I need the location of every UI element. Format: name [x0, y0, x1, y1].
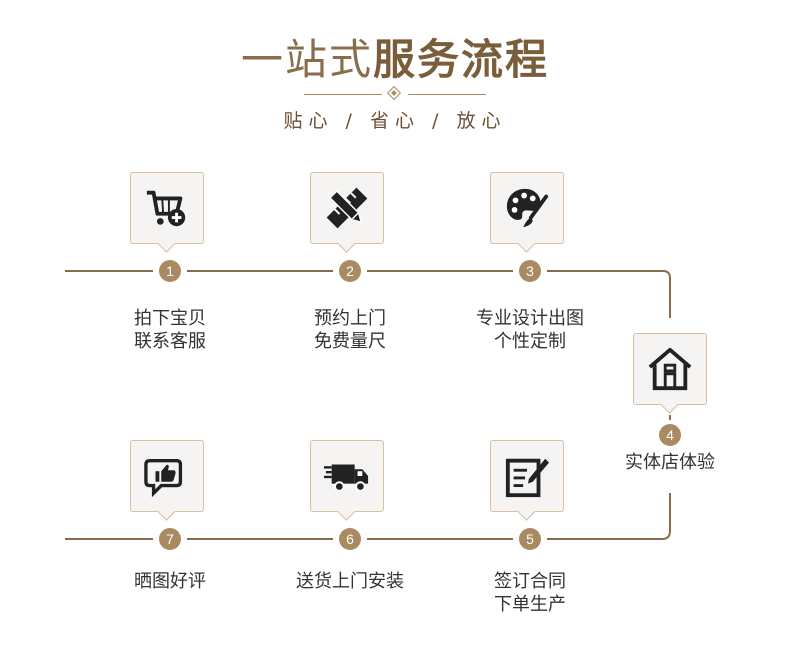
step-1-label: 拍下宝贝联系客服	[134, 308, 206, 352]
step-2-number: 2	[339, 260, 361, 282]
step-4-number: 4	[659, 424, 681, 446]
thumbs-up-chat-icon	[144, 458, 183, 498]
sign-contract-icon	[505, 458, 550, 498]
step-1-number: 1	[159, 260, 181, 282]
title-divider-left	[304, 94, 382, 95]
step-5-icon-box	[490, 440, 564, 512]
step-2-icon-box	[310, 172, 384, 244]
page-subtitle: 贴心 / 省心 / 放心	[283, 110, 507, 132]
step-5-number: 5	[519, 528, 541, 550]
step-3-number: 3	[519, 260, 541, 282]
shopping-cart-add-icon	[146, 190, 186, 227]
step-7-number: 7	[159, 528, 181, 550]
step-5-label: 签订合同下单生产	[494, 571, 566, 615]
paint-palette-icon	[506, 188, 549, 228]
step-6-number: 6	[339, 528, 361, 550]
house-icon	[648, 347, 692, 391]
title-divider-right	[408, 94, 486, 95]
delivery-truck-icon	[324, 464, 369, 492]
page-title: 一站式服务流程	[0, 34, 790, 86]
step-3-label: 专业设计出图个性定制	[476, 308, 584, 352]
step-1-icon-box	[130, 172, 204, 244]
step-2-label: 预约上门免费量尺	[314, 308, 386, 352]
step-7-label: 晒图好评	[134, 571, 206, 592]
step-6-label: 送货上门安装	[296, 571, 404, 592]
step-6-icon-box	[310, 440, 384, 512]
step-4-label: 实体店体验	[625, 452, 715, 473]
pencil-ruler-icon	[326, 187, 368, 229]
step-4-icon-box	[633, 333, 707, 405]
title-light-part: 一站式	[240, 35, 373, 84]
step-3-icon-box	[490, 172, 564, 244]
title-bold-part: 服务流程	[373, 35, 550, 84]
step-7-icon-box	[130, 440, 204, 512]
